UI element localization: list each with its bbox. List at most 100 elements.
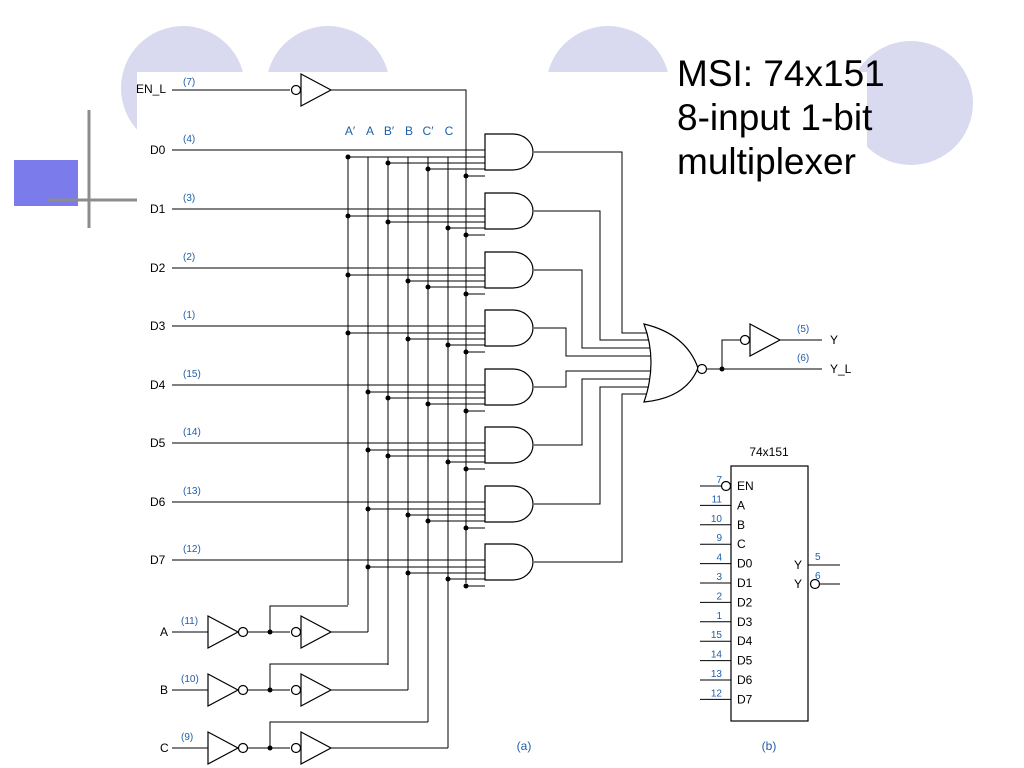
and-gate bbox=[484, 133, 534, 171]
symbol-pin-number: 2 bbox=[716, 591, 722, 602]
junction-dot bbox=[365, 564, 371, 570]
junction-dot bbox=[405, 512, 411, 518]
symbol-pin-number: 11 bbox=[712, 494, 723, 505]
title-line-1: MSI: 74x151 bbox=[677, 53, 885, 94]
data-input-label: D7 bbox=[150, 553, 166, 567]
junction-dot bbox=[463, 466, 469, 472]
junction-dot bbox=[445, 576, 451, 582]
junction-dot bbox=[463, 291, 469, 297]
symbol-pin-name: C bbox=[737, 537, 746, 551]
data-input-label: D6 bbox=[150, 495, 166, 509]
caption-b: (b) bbox=[762, 739, 777, 753]
junction-dot bbox=[463, 173, 469, 179]
bus-label: C′ bbox=[423, 124, 435, 138]
decor-circle bbox=[849, 41, 973, 165]
select-complement-wire bbox=[269, 605, 348, 632]
decor-square bbox=[14, 160, 78, 206]
data-pin-number: (4) bbox=[183, 134, 195, 145]
symbol-output-number: 6 bbox=[815, 571, 821, 582]
y-pin-number: (5) bbox=[797, 324, 809, 335]
bus-label: C bbox=[445, 124, 454, 138]
junction-dot bbox=[385, 453, 391, 459]
symbol-pin-number: 9 bbox=[716, 533, 722, 544]
symbol-pin-number: 7 bbox=[716, 475, 722, 486]
inversion-bubble bbox=[720, 480, 732, 492]
inversion-bubble bbox=[290, 684, 302, 696]
y-l-pin-number: (6) bbox=[797, 353, 809, 364]
bus-label: B′ bbox=[384, 124, 395, 138]
symbol-pin-number: 1 bbox=[716, 611, 722, 622]
symbol-pin-name: D7 bbox=[737, 692, 753, 706]
symbol-pin-number: 14 bbox=[711, 650, 723, 661]
title-line-3: multiplexer bbox=[677, 141, 856, 182]
buffer-triangle bbox=[300, 731, 333, 765]
junction-dot bbox=[405, 336, 411, 342]
select-input-label: A bbox=[160, 625, 168, 639]
data-pin-number: (14) bbox=[183, 427, 201, 438]
buffer-triangle bbox=[207, 731, 240, 765]
and-gate bbox=[484, 192, 534, 230]
en-l-label: EN_L bbox=[136, 82, 166, 96]
symbol-output-number: 5 bbox=[815, 552, 821, 563]
and-gate bbox=[484, 368, 534, 406]
and-gate bbox=[484, 543, 534, 581]
data-input-label: D4 bbox=[150, 378, 166, 392]
enable-bus bbox=[331, 89, 467, 583]
data-pin-number: (2) bbox=[183, 252, 195, 263]
select-complement-wire bbox=[269, 663, 388, 690]
and-gate bbox=[484, 426, 534, 464]
symbol-pin-number: 13 bbox=[711, 669, 723, 680]
inversion-bubble bbox=[237, 742, 249, 754]
junction-dot bbox=[445, 459, 451, 465]
and-output-wire bbox=[534, 327, 652, 357]
data-pin-number: (1) bbox=[183, 310, 195, 321]
data-input-label: D1 bbox=[150, 202, 166, 216]
junction-dot bbox=[425, 284, 431, 290]
inversion-bubble bbox=[696, 363, 708, 375]
junction-dot bbox=[425, 401, 431, 407]
and-gate bbox=[484, 309, 534, 347]
inversion-bubble bbox=[237, 684, 249, 696]
bus-label: B bbox=[405, 124, 413, 138]
symbol-pin-number: 3 bbox=[716, 572, 722, 583]
junction-dot bbox=[463, 232, 469, 238]
and-output-wire bbox=[534, 269, 652, 349]
symbol-pin-name: EN bbox=[737, 479, 754, 493]
select-pin-number: (9) bbox=[181, 732, 193, 743]
caption-a: (a) bbox=[517, 739, 532, 753]
inversion-bubble bbox=[237, 626, 249, 638]
buffer-triangle bbox=[207, 673, 240, 707]
y-feed-wire bbox=[721, 339, 740, 369]
symbol-pin-name: A bbox=[737, 498, 745, 512]
buffer-triangle bbox=[300, 615, 333, 649]
and-output-wire bbox=[534, 151, 652, 334]
data-input-label: D2 bbox=[150, 261, 166, 275]
and-output-wire bbox=[534, 393, 652, 563]
junction-dot bbox=[463, 583, 469, 589]
junction-dot bbox=[405, 570, 411, 576]
data-pin-number: (13) bbox=[183, 486, 201, 497]
inversion-bubble bbox=[809, 578, 821, 590]
junction-dot bbox=[425, 166, 431, 172]
symbol-pin-name: D6 bbox=[737, 673, 753, 687]
symbol-pin-number: 15 bbox=[711, 630, 723, 641]
and-output-wire bbox=[534, 386, 652, 505]
symbol-title: 74x151 bbox=[749, 445, 789, 459]
data-input-label: D0 bbox=[150, 143, 166, 157]
data-pin-number: (12) bbox=[183, 544, 201, 555]
data-input-label: D3 bbox=[150, 319, 166, 333]
y-output-label: Y bbox=[830, 333, 838, 347]
select-pin-number: (10) bbox=[181, 674, 199, 685]
y-l-output-label: Y_L bbox=[830, 362, 852, 376]
and-gate bbox=[484, 251, 534, 289]
symbol-pin-name: B bbox=[737, 518, 745, 532]
select-input-label: C bbox=[160, 741, 169, 755]
buffer-triangle bbox=[749, 323, 782, 357]
slide-title: MSI: 74x151 8-input 1-bit multiplexer bbox=[677, 52, 977, 184]
junction-dot bbox=[345, 330, 351, 336]
data-pin-number: (15) bbox=[183, 369, 201, 380]
